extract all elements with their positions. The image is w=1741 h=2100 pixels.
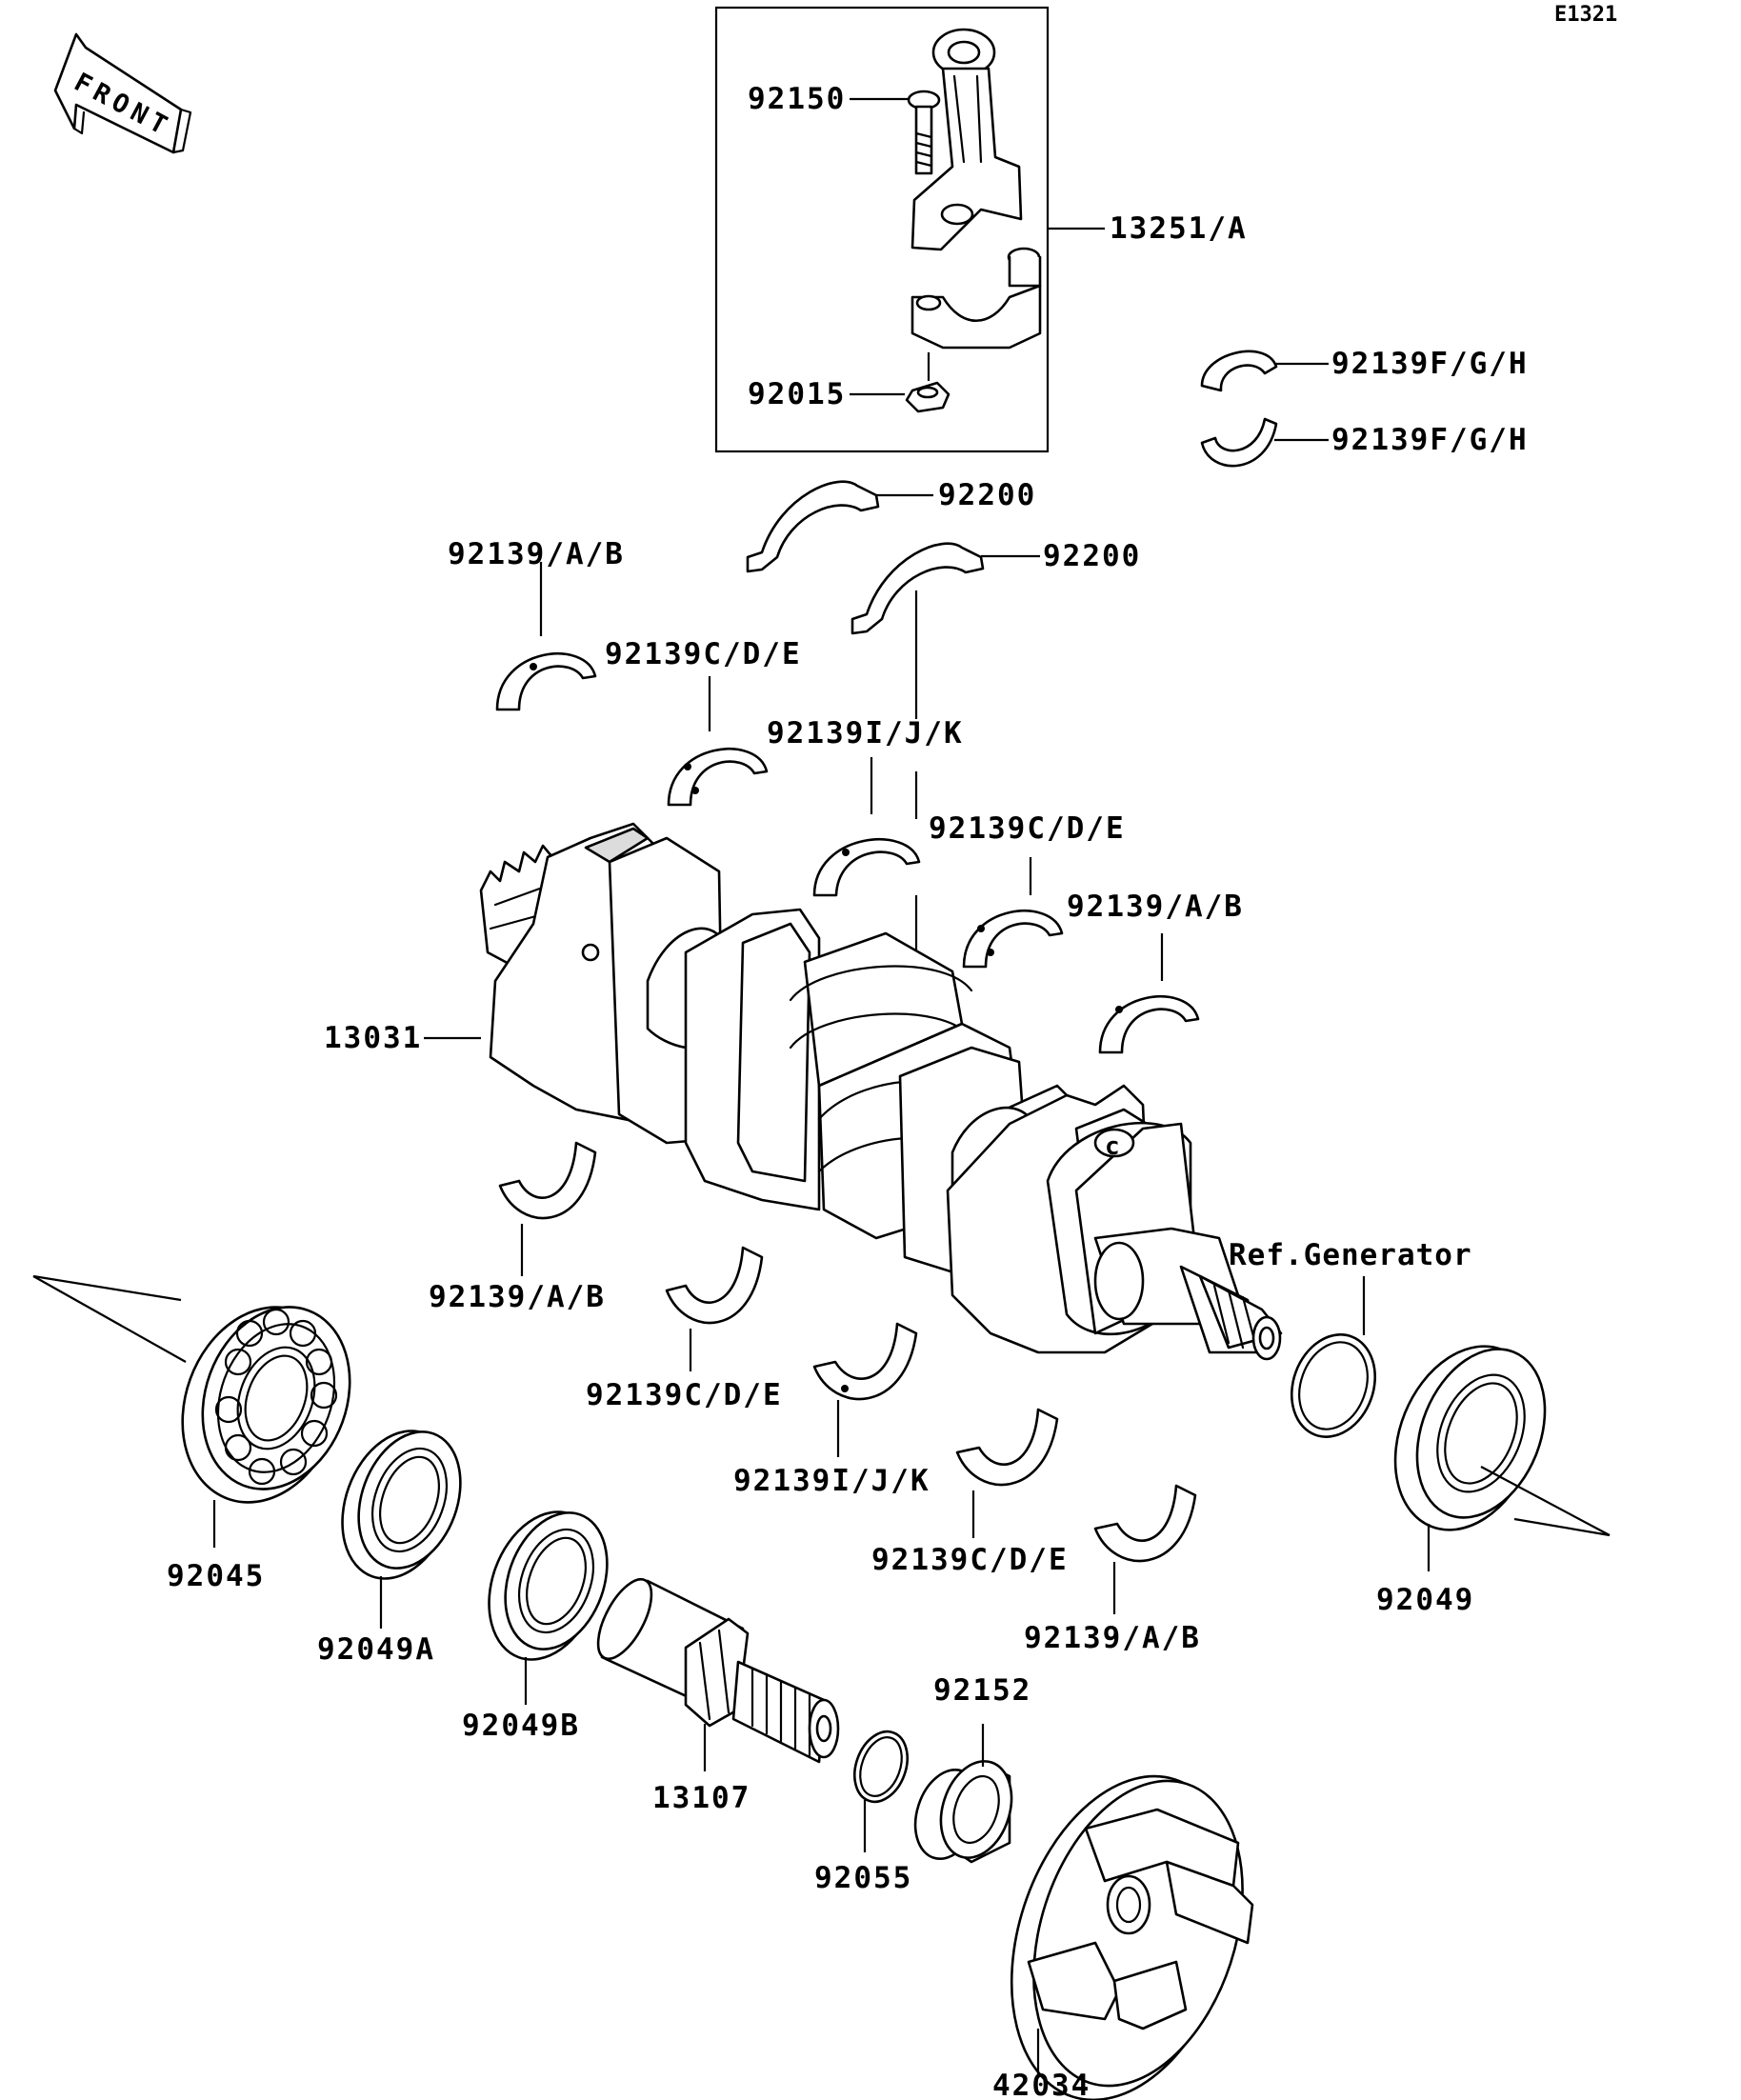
coupling bbox=[1010, 1774, 1254, 2100]
label-92139AB-3: 92139/A/B bbox=[429, 1280, 606, 1314]
rod-bolt bbox=[907, 90, 941, 175]
label-92152: 92152 bbox=[933, 1673, 1031, 1708]
thrust-washer-2 bbox=[850, 542, 1040, 635]
label-92139AB-2: 92139/A/B bbox=[1067, 890, 1244, 924]
generator-oring bbox=[1290, 1333, 1377, 1438]
main-bearing-upper-ijk-1 bbox=[812, 590, 921, 897]
label-92139IJK-2: 92139I/J/K bbox=[733, 1464, 931, 1498]
rod-nut bbox=[905, 352, 951, 413]
main-bearing-lower-cde-2 bbox=[955, 1408, 1059, 1538]
ref-generator-label: Ref.Generator bbox=[1229, 1238, 1472, 1272]
main-bearing-upper-cde-1 bbox=[667, 676, 769, 807]
label-92139CDE-2: 92139C/D/E bbox=[929, 811, 1126, 846]
label-92049A: 92049A bbox=[317, 1632, 435, 1667]
rod-bearing-upper bbox=[1200, 350, 1329, 392]
label-92015: 92015 bbox=[748, 377, 846, 411]
label-42034: 42034 bbox=[992, 2069, 1091, 2100]
front-arrow-icon: FRONT bbox=[53, 32, 192, 154]
svg-text:c: c bbox=[1105, 1132, 1120, 1161]
label-92139IJK-1: 92139I/J/K bbox=[767, 716, 964, 750]
label-92139FGH-1: 92139F/G/H bbox=[1331, 347, 1529, 381]
label-92139FGH-2: 92139F/G/H bbox=[1331, 423, 1529, 457]
main-bearing-lower-ab-1 bbox=[498, 1141, 597, 1276]
main-bearing-lower-cde-1 bbox=[665, 1246, 764, 1371]
label-92049B: 92049B bbox=[462, 1709, 580, 1743]
collar bbox=[913, 1724, 1013, 1864]
connecting-rod bbox=[911, 28, 1023, 251]
label-92139CDE-4: 92139C/D/E bbox=[871, 1543, 1069, 1577]
label-92045: 92045 bbox=[167, 1559, 265, 1593]
label-13107: 13107 bbox=[652, 1781, 750, 1815]
o-ring bbox=[853, 1730, 909, 1852]
label-92139AB-4: 92139/A/B bbox=[1024, 1621, 1201, 1655]
thrust-washer-1 bbox=[746, 480, 933, 573]
label-92200-1: 92200 bbox=[938, 478, 1036, 512]
oil-seal-b bbox=[488, 1510, 609, 1705]
main-bearing-lower-ijk-1 bbox=[812, 1322, 918, 1457]
label-13031: 13031 bbox=[324, 1021, 422, 1055]
diagram-code: E1321 bbox=[1554, 3, 1617, 27]
connecting-rod-cap bbox=[911, 247, 1042, 350]
label-92049: 92049 bbox=[1376, 1583, 1474, 1617]
crankshaft: c bbox=[424, 822, 1283, 1361]
label-92200-2: 92200 bbox=[1043, 539, 1141, 573]
label-92139AB-1: 92139/A/B bbox=[448, 537, 625, 571]
main-bearing-lower-ab-2 bbox=[1093, 1484, 1197, 1614]
label-13251A: 13251/A bbox=[1110, 211, 1248, 246]
oil-seal-right bbox=[1393, 1345, 1611, 1571]
coupling-shaft bbox=[596, 1578, 840, 1771]
main-bearing-upper-ab-1 bbox=[495, 562, 597, 711]
oil-seal-a bbox=[341, 1430, 462, 1629]
label-92055: 92055 bbox=[814, 1861, 912, 1895]
label-92139CDE-3: 92139C/D/E bbox=[586, 1378, 783, 1412]
ball-bearing bbox=[32, 1274, 351, 1548]
main-bearing-upper-cde-2 bbox=[914, 857, 1064, 969]
main-bearing-upper-ab-2 bbox=[1098, 933, 1200, 1054]
label-92150: 92150 bbox=[748, 82, 846, 116]
label-92139CDE-1: 92139C/D/E bbox=[605, 637, 802, 671]
rod-bearing-lower bbox=[1200, 417, 1329, 468]
